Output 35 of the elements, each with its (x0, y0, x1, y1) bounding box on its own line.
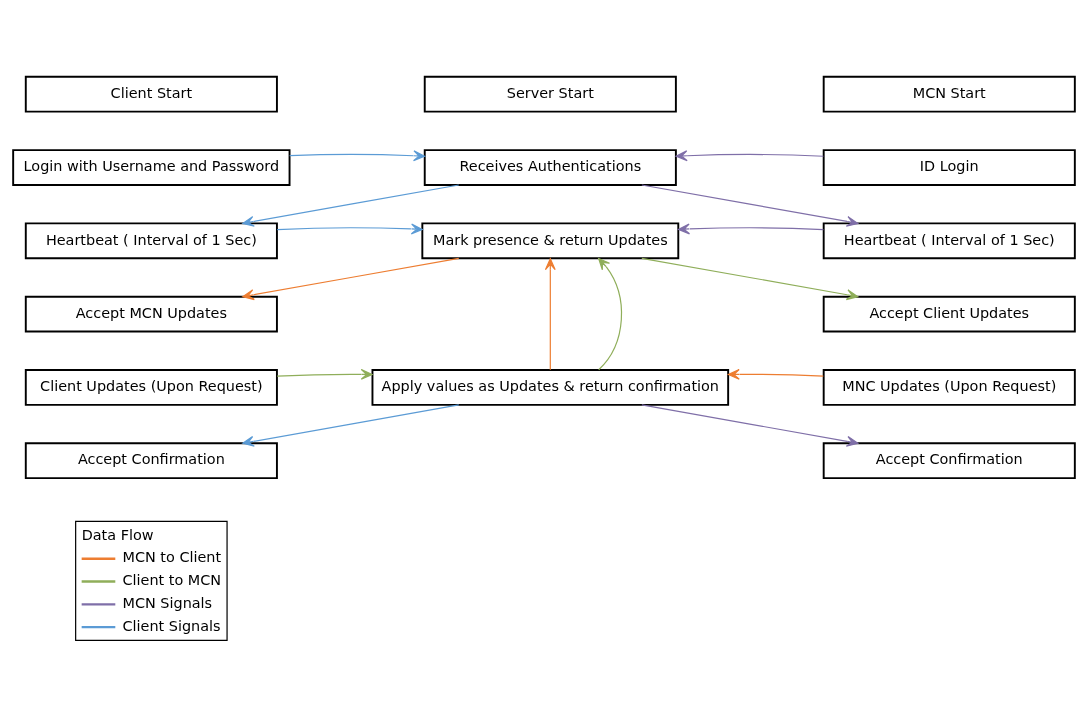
node-box: Accept MCN Updates (24, 295, 278, 333)
legend-label: Client to MCN (122, 572, 222, 589)
arrow (675, 150, 824, 162)
arrow (727, 368, 824, 380)
arrow (641, 184, 859, 227)
legend-label: MCN to Client (122, 549, 222, 566)
node-box: Accept Client Updates (822, 295, 1076, 333)
node-box: ID Login (822, 149, 1076, 186)
arrow (544, 258, 556, 371)
arrow (641, 257, 859, 301)
arrow (677, 223, 824, 235)
node-box: Server Start (423, 75, 677, 113)
node-box: Login with Username and Password (12, 149, 291, 186)
node-box: Client Updates (Upon Request) (24, 369, 278, 406)
node-box: Accept Confirmation (24, 442, 278, 480)
arrow (276, 223, 423, 235)
node-box: Heartbeat ( Interval of 1 Sec) (24, 222, 278, 260)
arrow (242, 404, 460, 447)
legend-label: Client Signals (122, 617, 221, 634)
arrow (276, 368, 373, 380)
label: Data Flow (81, 526, 154, 543)
arrow (242, 257, 460, 301)
node-box: MCN Start (822, 75, 1076, 113)
node-box: Client Start (24, 75, 278, 113)
node-box: Heartbeat ( Interval of 1 Sec) (822, 222, 1076, 260)
node-box: Apply values as Updates & return confirmation (371, 369, 730, 406)
arrow (598, 257, 622, 371)
node-box: MNC Updates (Upon Request) (822, 369, 1076, 406)
legend-label: MCN Signals (122, 595, 213, 612)
node-box: Accept Confirmation (822, 442, 1076, 480)
node-box: Mark presence & return Updates (421, 222, 680, 260)
node-box: Receives Authentications (423, 149, 677, 186)
arrow (242, 184, 460, 227)
arrow (289, 150, 426, 162)
arrow (641, 404, 859, 447)
